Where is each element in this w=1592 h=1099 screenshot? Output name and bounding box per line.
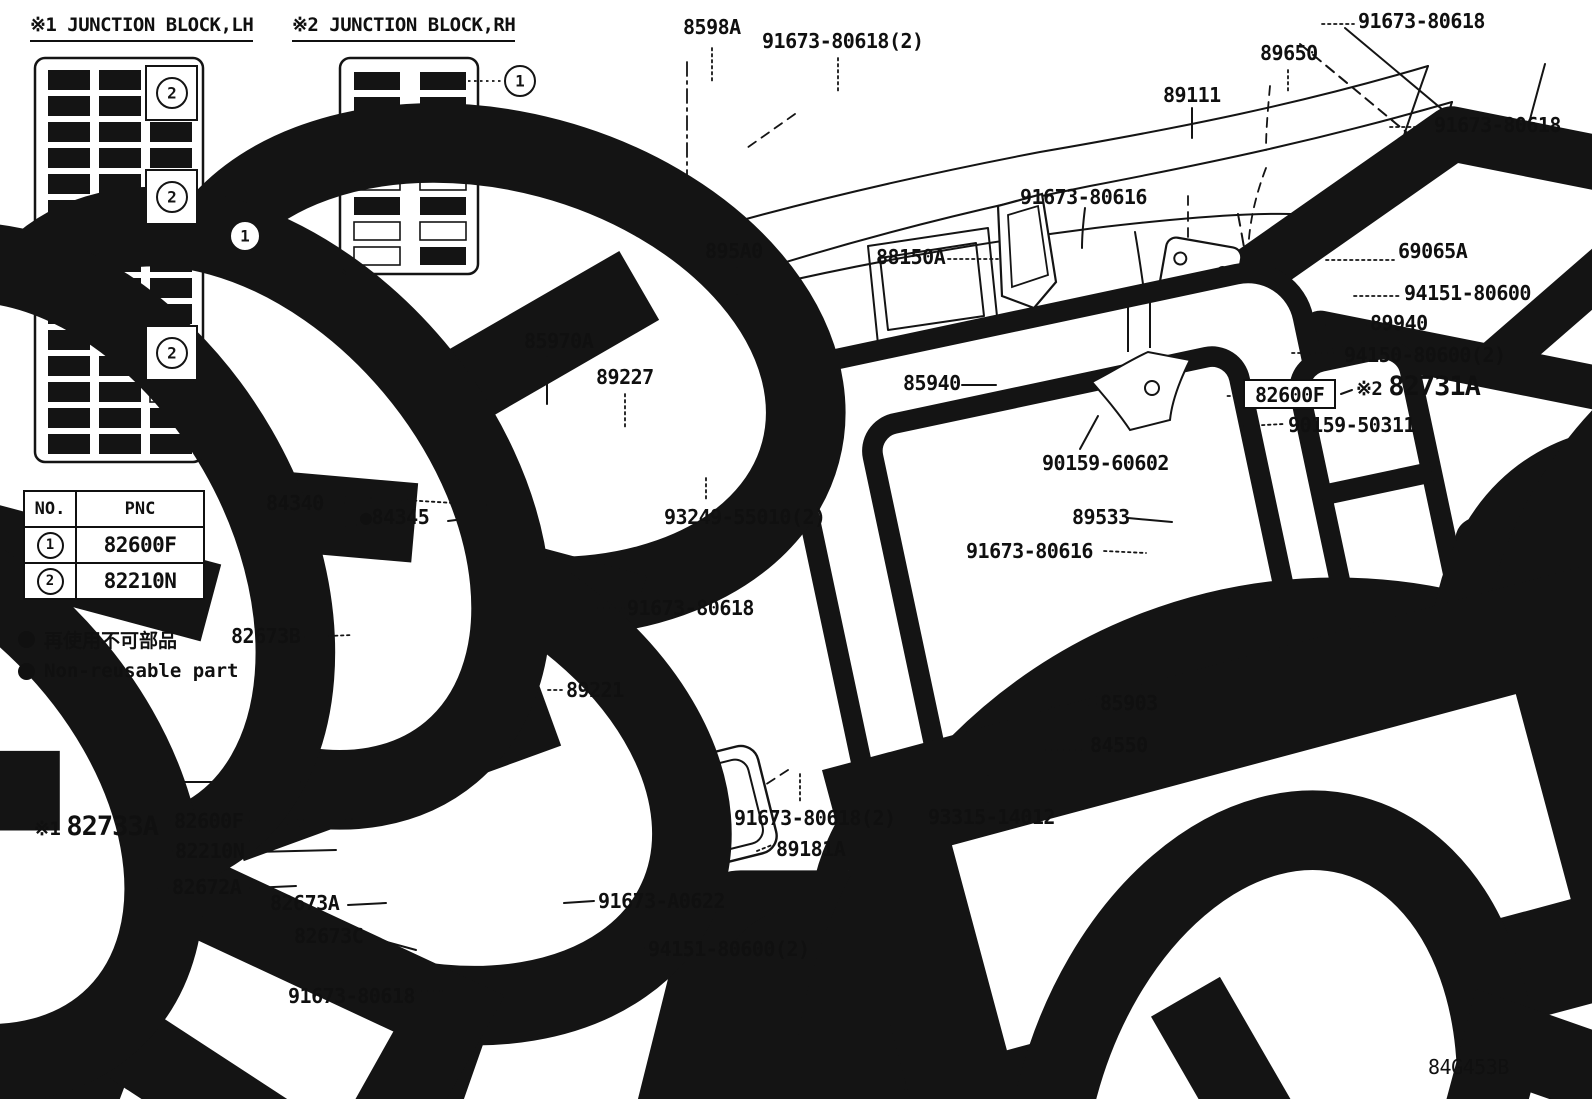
ref1-prefix: ※1 <box>34 818 61 840</box>
label-91673-80618: 91673-80618 <box>1434 113 1561 137</box>
label-82673c: 82673C <box>294 924 364 948</box>
label-93315-14012: 93315-14012 <box>928 805 1055 829</box>
ref2-prefix: ※2 <box>1356 378 1383 400</box>
ref2-part-number: 82731A <box>1388 371 1481 402</box>
svg-text:2: 2 <box>167 188 177 207</box>
label-89221: 89221 <box>566 678 624 702</box>
pnc-table-row: 1 82600F <box>25 526 203 562</box>
pnc-col-no: NO. <box>25 492 77 526</box>
label-84340: 84340 <box>266 491 324 515</box>
bracket-85940-stay-icon <box>1090 296 1192 432</box>
label-89650: 89650 <box>1260 41 1318 65</box>
svg-text:1: 1 <box>515 72 525 91</box>
label-82210n: 82210N <box>175 839 245 863</box>
label-82600f: 82600F <box>174 809 244 833</box>
label-89227: 89227 <box>596 365 654 389</box>
pnc-table: NO. PNC 1 82600F 2 82210N <box>23 490 205 600</box>
label-69065a: 69065A <box>1398 239 1468 263</box>
label-91673-80618-2: 91673-80618(2) <box>734 806 896 830</box>
svg-text:1: 1 <box>240 227 250 246</box>
callout-1-badge: 1 <box>36 531 64 559</box>
label-85903: 85903 <box>1100 691 1158 715</box>
legend-en-text: Non-reusable part <box>44 660 239 682</box>
label-82672a: 82672A <box>172 875 242 899</box>
label-89181a: 89181A <box>776 837 846 861</box>
label-94151-80600: 94151-80600 <box>1404 281 1531 305</box>
leader-lines <box>145 23 1431 992</box>
label-91673-80616: 91673-80616 <box>966 539 1093 563</box>
label-ref1-82733a: ※1 82733A <box>34 811 159 842</box>
legend: 再使用不可部品 Non-reusable part <box>18 626 238 689</box>
callout-2-badge: 2 <box>36 567 64 595</box>
label-ref2-82731a: ※2 82731A <box>1356 371 1481 402</box>
label-88150a: 88150A <box>876 245 946 269</box>
label-91673-a0622: 91673-A0622 <box>598 889 725 913</box>
label-84550: 84550 <box>1090 733 1148 757</box>
svg-text:2: 2 <box>167 344 177 363</box>
label-84345: ●84345 <box>360 505 430 529</box>
label-93249-55010-2: 93249-55010(2) <box>664 505 826 529</box>
pnc-value: 82210N <box>103 569 177 593</box>
legend-jp-text: 再使用不可部品 <box>44 630 178 652</box>
pnc-value: 82600F <box>103 533 177 557</box>
label-85970a: 85970A <box>524 329 594 353</box>
label-82673b: 82673B <box>231 624 301 648</box>
junction-block-lh-title: ※1 JUNCTION BLOCK,LH <box>30 14 254 42</box>
label-8598a: 8598A <box>683 15 741 39</box>
label-90159-50311: 90159-50311 <box>1288 413 1415 437</box>
svg-text:2: 2 <box>167 84 177 103</box>
pnc-table-header-row: NO. PNC <box>25 492 203 526</box>
junction-block-lh-map: 2 2 2 1 <box>33 56 261 464</box>
label-82600f-boxed: 82600F <box>1243 379 1337 409</box>
label-90159-60602: 90159-60602 <box>1042 451 1169 475</box>
label-91673-80618: 91673-80618 <box>627 596 754 620</box>
legend-row-jp: 再使用不可部品 <box>18 626 238 653</box>
label-89533: 89533 <box>1072 505 1130 529</box>
junction-block-rh-title: ※2 JUNCTION BLOCK,RH <box>292 14 516 42</box>
figure-code: 84G453B <box>1428 1055 1509 1079</box>
pnc-col-pnc: PNC <box>124 499 156 519</box>
non-reusable-bullet-icon <box>18 662 35 680</box>
label-89111: 89111 <box>1163 83 1221 107</box>
label-91673-80618: 91673-80618 <box>288 984 415 1008</box>
label-82673a: 82673A <box>270 891 340 915</box>
label-91673-80618: 91673-80618 <box>1358 9 1485 33</box>
label-91673-80616: 91673-80616 <box>1020 185 1147 209</box>
ref1-part-number: 82733A <box>66 811 159 842</box>
pnc-table-row: 2 82210N <box>25 562 203 598</box>
label-91673-80618-2: 91673-80618(2) <box>762 29 924 53</box>
label-895a0: 895A0 <box>705 239 763 263</box>
legend-row-en: Non-reusable part <box>18 660 238 682</box>
non-reusable-bullet-icon <box>18 631 35 648</box>
label-85940: 85940 <box>903 371 961 395</box>
label-89940: 89940 <box>1370 311 1428 335</box>
junction-block-rh-map: 1 <box>338 56 536 276</box>
label-94150-80600-2: 94150-80600(2) <box>1344 343 1506 367</box>
label-94151-80600-2: 94151-80600(2) <box>648 937 810 961</box>
cover-88150a-icon <box>996 192 1058 310</box>
